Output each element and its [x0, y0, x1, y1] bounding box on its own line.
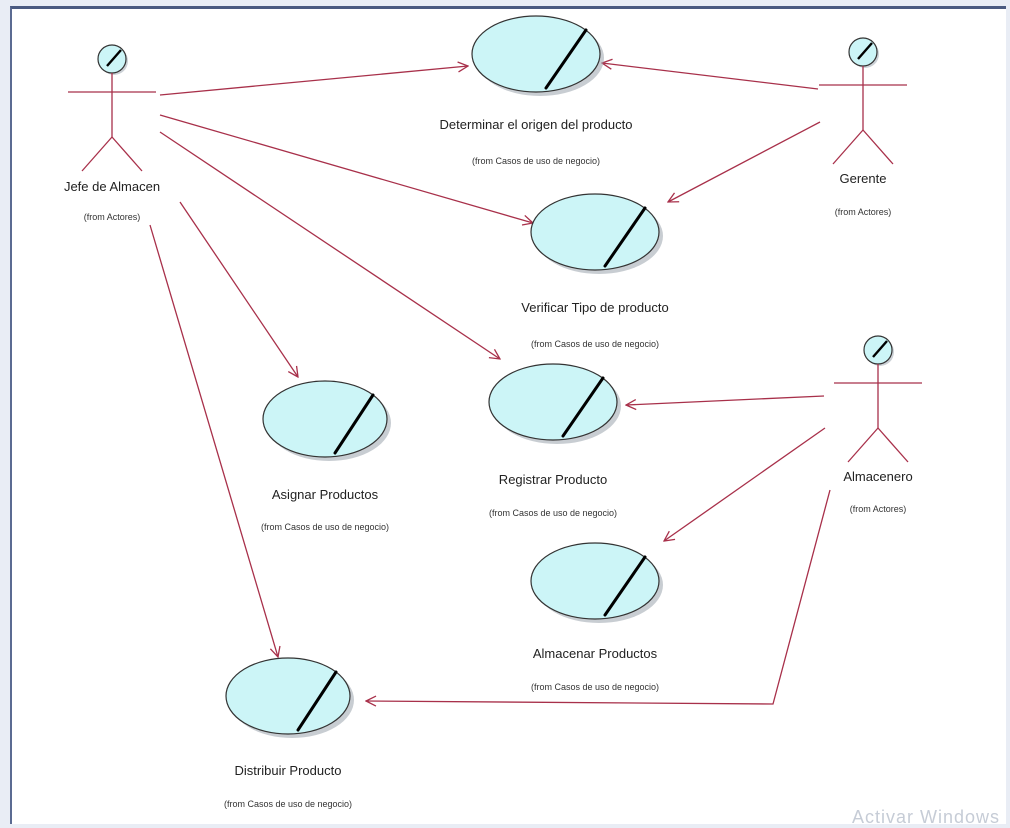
actor-package-almacenero: (from Actores) — [849, 504, 907, 514]
use-case-stroke-mark — [544, 28, 588, 90]
diagram-canvas: Determinar el origen del producto (from C… — [10, 6, 1006, 827]
use-case-label-determinar: Determinar el origen del producto — [439, 117, 633, 132]
actor-almacenero[interactable] — [834, 335, 922, 463]
association-jefe-registrar[interactable] — [159, 131, 500, 359]
association-jefe-verificar[interactable] — [159, 114, 533, 223]
association-jefe-determinar[interactable] — [159, 66, 468, 96]
use-case-stroke-mark — [561, 376, 605, 438]
use-case-registrar[interactable] — [488, 363, 621, 444]
actor-label-almacenero: Almacenero — [843, 469, 913, 484]
use-case-verificar[interactable] — [530, 193, 663, 274]
use-case-label-asignar: Asignar Productos — [271, 487, 379, 502]
actor-package-jefe: (from Actores) — [83, 212, 141, 222]
use-case-determinar[interactable] — [471, 15, 604, 96]
association-jefe-distribuir[interactable] — [149, 224, 278, 657]
use-case-stroke-mark — [603, 206, 647, 268]
use-case-package-verificar: (from Casos de uso de negocio) — [530, 339, 660, 349]
use-case-distribuir[interactable] — [225, 657, 354, 738]
association-gerente-determinar[interactable] — [602, 63, 819, 90]
use-case-package-determinar: (from Casos de uso de negocio) — [471, 156, 601, 166]
actor-jefe[interactable] — [68, 44, 156, 172]
actor-gerente[interactable] — [819, 37, 907, 165]
use-case-label-almacenar: Almacenar Productos — [532, 646, 658, 661]
actor-label-jefe: Jefe de Almacen — [63, 179, 161, 194]
use-case-label-verificar: Verificar Tipo de producto — [521, 300, 669, 315]
use-case-package-registrar: (from Casos de uso de negocio) — [488, 508, 618, 518]
use-case-stroke-mark — [296, 670, 338, 732]
use-case-asignar[interactable] — [262, 380, 391, 461]
use-case-package-asignar: (from Casos de uso de negocio) — [260, 522, 390, 532]
watermark-text: Activar Windows — [851, 807, 1000, 827]
use-case-label-registrar: Registrar Producto — [498, 472, 608, 487]
association-jefe-asignar[interactable] — [179, 201, 298, 377]
actor-label-gerente: Gerente — [839, 171, 887, 186]
association-gerente-verificar[interactable] — [668, 121, 821, 202]
use-case-diagram — [68, 15, 922, 738]
association-almacenero-registrar[interactable] — [626, 395, 825, 405]
association-almacenero-almacenar[interactable] — [664, 427, 826, 541]
use-case-package-almacenar: (from Casos de uso de negocio) — [530, 682, 660, 692]
use-case-stroke-mark — [603, 555, 647, 617]
use-case-label-distribuir: Distribuir Producto — [234, 763, 342, 778]
actor-package-gerente: (from Actores) — [834, 207, 892, 217]
use-case-stroke-mark — [333, 393, 375, 455]
use-case-almacenar[interactable] — [530, 542, 663, 623]
association-almacenero-distribuir[interactable] — [366, 489, 831, 704]
use-case-package-distribuir: (from Casos de uso de negocio) — [223, 799, 353, 809]
